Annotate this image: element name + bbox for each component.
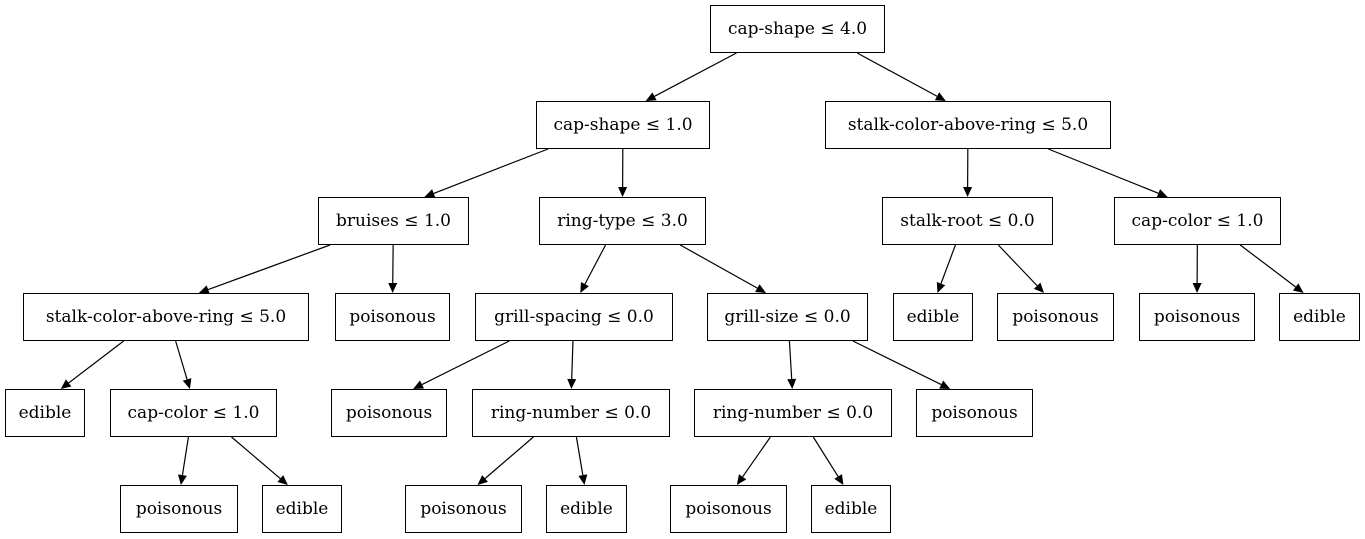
edge-n18-n24 [575, 436, 584, 476]
edge-arrowhead [934, 92, 946, 101]
leaf-poisonous: poisonous [405, 485, 522, 533]
node-stalk-root-le-0: stalk-root ≤ 0.0 [882, 197, 1053, 245]
edge-arrowhead [424, 189, 436, 198]
leaf-poisonous: poisonous [331, 389, 447, 437]
edge-n9-n17 [421, 340, 510, 386]
edge-n4-n10 [679, 244, 758, 289]
leaf-poisonous: poisonous [120, 485, 238, 533]
edge-n10-n19 [788, 340, 793, 380]
edge-n16-n21 [181, 436, 190, 476]
node-grill-size-le-0: grill-size ≤ 0.0 [707, 293, 868, 341]
edge-n1-n3 [433, 148, 549, 194]
node-ring-number-le-0-right: ring-number ≤ 0.0 [694, 389, 892, 437]
edge-n16-n22 [231, 436, 281, 479]
leaf-edible: edible [5, 389, 85, 437]
edge-arrowhead [1033, 282, 1045, 293]
leaf-edible: edible [546, 485, 627, 533]
edge-arrowhead [580, 282, 589, 293]
edge-arrowhead [1156, 189, 1168, 198]
edge-arrowhead [936, 282, 946, 293]
edge-arrowhead [413, 380, 425, 389]
edge-n19-n26 [812, 436, 839, 477]
edge-arrowhead [755, 284, 767, 293]
edge-arrowhead [60, 379, 72, 389]
node-cap-shape-le-4: cap-shape ≤ 4.0 [710, 5, 885, 53]
leaf-poisonous: poisonous [916, 389, 1033, 437]
node-ring-type-le-3: ring-type ≤ 3.0 [539, 197, 706, 245]
leaf-edible: edible [1279, 293, 1360, 341]
edge-arrowhead [388, 282, 398, 293]
edge-arrowhead [939, 380, 951, 389]
edge-n5-n11 [940, 244, 956, 284]
edge-arrowhead [1192, 282, 1202, 293]
edge-arrowhead [618, 186, 628, 197]
edge-arrowhead [198, 285, 210, 294]
edge-n0-n1 [654, 52, 737, 97]
edge-arrowhead [645, 92, 657, 101]
edge-n3-n7 [207, 244, 331, 291]
leaf-poisonous: poisonous [997, 293, 1114, 341]
edge-arrowhead [1292, 283, 1304, 293]
edge-arrowhead [567, 378, 577, 389]
edge-arrowhead [277, 475, 288, 485]
edge-arrowhead [477, 475, 488, 485]
edge-arrowhead [736, 474, 747, 485]
node-stalk-color-above-ring-le-5-right: stalk-color-above-ring ≤ 5.0 [825, 101, 1111, 149]
node-cap-color-le-1-right: cap-color ≤ 1.0 [1114, 197, 1281, 245]
edge-arrowhead [834, 474, 844, 485]
leaf-poisonous: poisonous [335, 293, 450, 341]
edge-n18-n23 [484, 436, 534, 479]
edge-n19-n25 [742, 436, 771, 478]
edge-arrowhead [578, 474, 588, 485]
edge-arrowhead [182, 378, 192, 389]
edge-n5-n12 [997, 244, 1038, 287]
node-cap-shape-le-1: cap-shape ≤ 1.0 [536, 101, 710, 149]
leaf-poisonous: poisonous [1139, 293, 1255, 341]
node-ring-number-le-0-left: ring-number ≤ 0.0 [472, 389, 670, 437]
edge-n6-n14 [1239, 244, 1297, 288]
leaf-edible: edible [262, 485, 342, 533]
edge-arrowhead [177, 474, 187, 485]
edge-n10-n20 [852, 340, 942, 386]
edge-n7-n16 [175, 340, 188, 380]
edge-n7-n15 [68, 340, 125, 384]
node-stalk-color-above-ring-le-5-left: stalk-color-above-ring ≤ 5.0 [23, 293, 309, 341]
edge-n2-n6 [1048, 148, 1159, 194]
edge-n9-n18 [571, 340, 574, 380]
leaf-edible: edible [893, 293, 973, 341]
leaf-poisonous: poisonous [670, 485, 787, 533]
edge-n4-n9 [584, 244, 607, 285]
edge-n0-n2 [856, 52, 938, 97]
edge-arrowhead [963, 186, 973, 197]
leaf-edible: edible [811, 485, 891, 533]
node-bruises-le-1: bruises ≤ 1.0 [318, 197, 469, 245]
edge-arrowhead [787, 378, 797, 389]
node-cap-color-le-1-left: cap-color ≤ 1.0 [110, 389, 277, 437]
node-grill-spacing-le-0: grill-spacing ≤ 0.0 [475, 293, 673, 341]
